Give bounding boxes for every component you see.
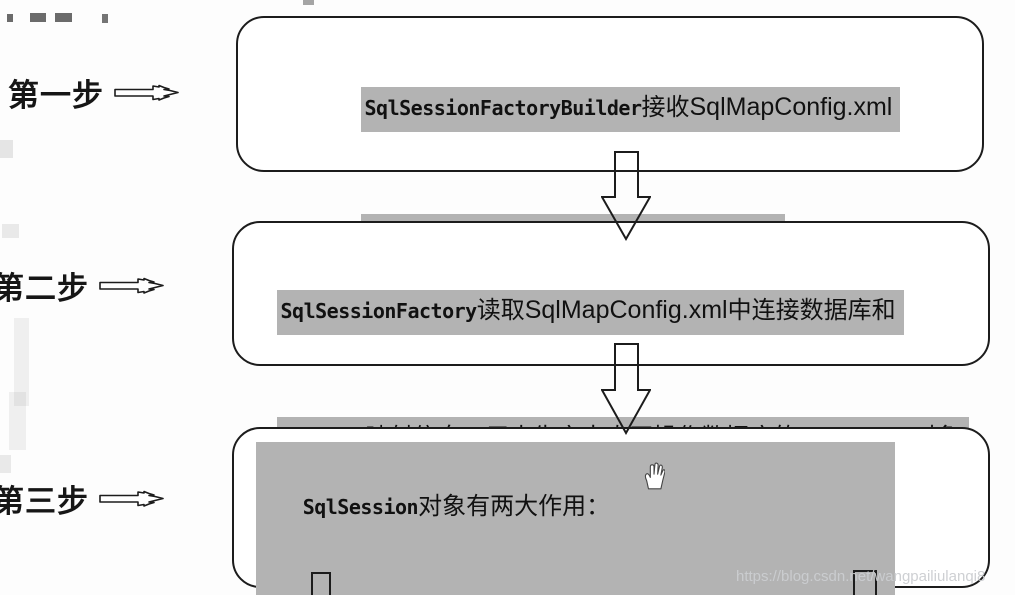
screen-artifact [0,455,11,473]
watermark-url: https://blog.csdn.net/wangpailiulanqi8 [736,568,986,585]
screen-artifact [9,392,26,450]
step3-box: SqlSession对象有两大作用： ①生成接口代理对象 ②定义通用增删改查方法… [232,427,990,595]
box2-line1: SqlSessionFactory读取SqlMapConfig.xml中连接数据… [246,249,988,376]
text-segment: SqlMapConfig.xml [524,296,728,324]
highlighted-text-block: SqlSession对象有两大作用： ①生成接口代理对象 ②定义通用增删改查方法 [256,442,895,595]
right-arrow-icon [114,84,179,101]
screen-artifact [0,140,13,158]
text-segment: SqlMapConfig.xml [689,93,893,121]
screen-artifact [14,318,29,406]
screen-artifact [30,13,46,22]
step-2: 第二步 [0,263,169,308]
text-segment: SqlSessionFactory [280,299,478,323]
right-arrow-icon [99,277,164,294]
step-3-label: 第三步 [0,484,89,520]
step-1: 第一步 [8,70,184,115]
screen-artifact [303,0,314,5]
down-arrow-icon [601,151,651,241]
step-1-label: 第一步 [8,78,104,114]
text-segment: SqlSessionFactoryBuilder [364,96,642,120]
text-segment: SqlSession [302,495,419,519]
box3-line1: SqlSession对象有两大作用： [262,442,885,573]
screen-artifact [102,14,108,23]
step1-box: SqlSessionFactoryBuilder接收SqlMapConfig.x… [236,16,984,259]
hand-cursor-icon [644,462,665,490]
branch-connector-right [853,570,877,595]
text-segment: 中连接数据库和 [727,296,896,324]
screen-artifact [55,13,72,22]
screen-artifact [7,14,13,22]
text-segment: 读取 [476,296,525,324]
highlighted-text: SqlSession对象有两大作用： [303,492,610,520]
box1-line1: SqlSessionFactoryBuilder接收SqlMapConfig.x… [330,46,982,173]
text-segment: 对象有两大作用： [418,492,611,520]
text-segment: 接收 [641,93,690,121]
highlighted-text: SqlSessionFactoryBuilder接收SqlMapConfig.x… [360,87,901,132]
highlighted-text: SqlSessionFactory读取SqlMapConfig.xml中连接数据… [276,290,904,335]
step-3: 第三步 [0,476,169,521]
branch-connector-left [311,572,331,595]
step-2-label: 第二步 [0,271,89,307]
right-arrow-icon [99,490,164,507]
screen-artifact [2,224,19,238]
down-arrow-icon [601,343,651,435]
